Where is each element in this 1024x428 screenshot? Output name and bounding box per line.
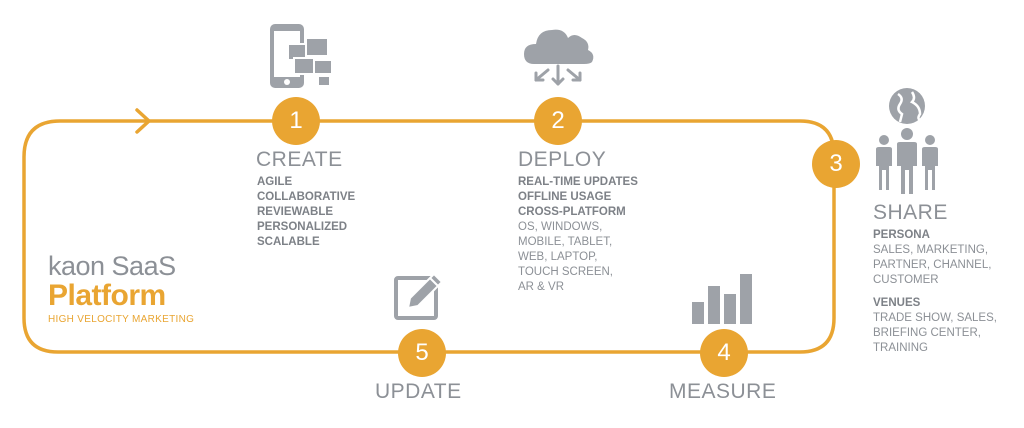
step-3-title: SHARE <box>873 201 948 224</box>
edit-icon <box>394 272 444 320</box>
platform-item: AR & VR <box>518 281 565 293</box>
feature-item: COLLABORATIVE <box>257 191 356 203</box>
platform-item: WEB, LAPTOP, <box>518 251 598 263</box>
feature-item: OFFLINE USAGE <box>518 191 612 203</box>
bar-chart-icon <box>692 274 752 324</box>
step-4-title: MEASURE <box>669 380 777 403</box>
venues-label: VENUES <box>873 297 921 309</box>
step-3-badge: 3 <box>812 140 860 188</box>
persona-item: SALES, MARKETING, <box>873 244 989 256</box>
step-2-badge: 2 <box>534 97 582 145</box>
feature-item: PERSONALIZED <box>257 221 348 233</box>
feature-item: AGILE <box>257 176 293 188</box>
platform-item: MOBILE, TABLET, <box>518 236 613 248</box>
platform-item: TOUCH SCREEN, <box>518 266 613 278</box>
venue-item: TRAINING <box>873 342 928 354</box>
people-globe-icon <box>876 88 938 194</box>
step-4-badge: 4 <box>700 329 748 377</box>
step-2-features: REAL-TIME UPDATES OFFLINE USAGE CROSS-PL… <box>518 175 638 295</box>
venue-item: TRADE SHOW, SALES, <box>873 312 997 324</box>
step-5-title: UPDATE <box>375 380 462 403</box>
platform-item: OS, WINDOWS, <box>518 221 603 233</box>
loop-line <box>22 119 836 354</box>
brand-line1: kaon SaaS <box>48 251 176 281</box>
loop-arrow-icon <box>135 108 151 134</box>
feature-item: REVIEWABLE <box>257 206 334 218</box>
step-1-badge: 1 <box>272 97 320 145</box>
persona-item: CUSTOMER <box>873 274 939 286</box>
step-3-audience: PERSONA SALES, MARKETING, PARTNER, CHANN… <box>873 228 997 356</box>
cloud-distribute-icon <box>524 29 594 86</box>
venue-item: BRIEFING CENTER, <box>873 327 981 339</box>
persona-label: PERSONA <box>873 229 930 241</box>
feature-item: REAL-TIME UPDATES <box>518 176 638 188</box>
persona-item: PARTNER, CHANNEL, <box>873 259 992 271</box>
devices-icon <box>270 24 333 88</box>
step-5-badge: 5 <box>398 329 446 377</box>
feature-item: CROSS-PLATFORM <box>518 206 626 218</box>
step-1-features: AGILE COLLABORATIVE REVIEWABLE PERSONALI… <box>257 175 355 250</box>
brand-line2: Platform <box>48 279 166 312</box>
feature-item: SCALABLE <box>257 236 320 248</box>
brand-logo: kaon SaaS Platform HIGH VELOCITY MARKETI… <box>48 252 194 325</box>
step-2-title: DEPLOY <box>518 148 607 171</box>
step-1-title: CREATE <box>256 148 343 171</box>
brand-tagline: HIGH VELOCITY MARKETING <box>48 314 195 325</box>
